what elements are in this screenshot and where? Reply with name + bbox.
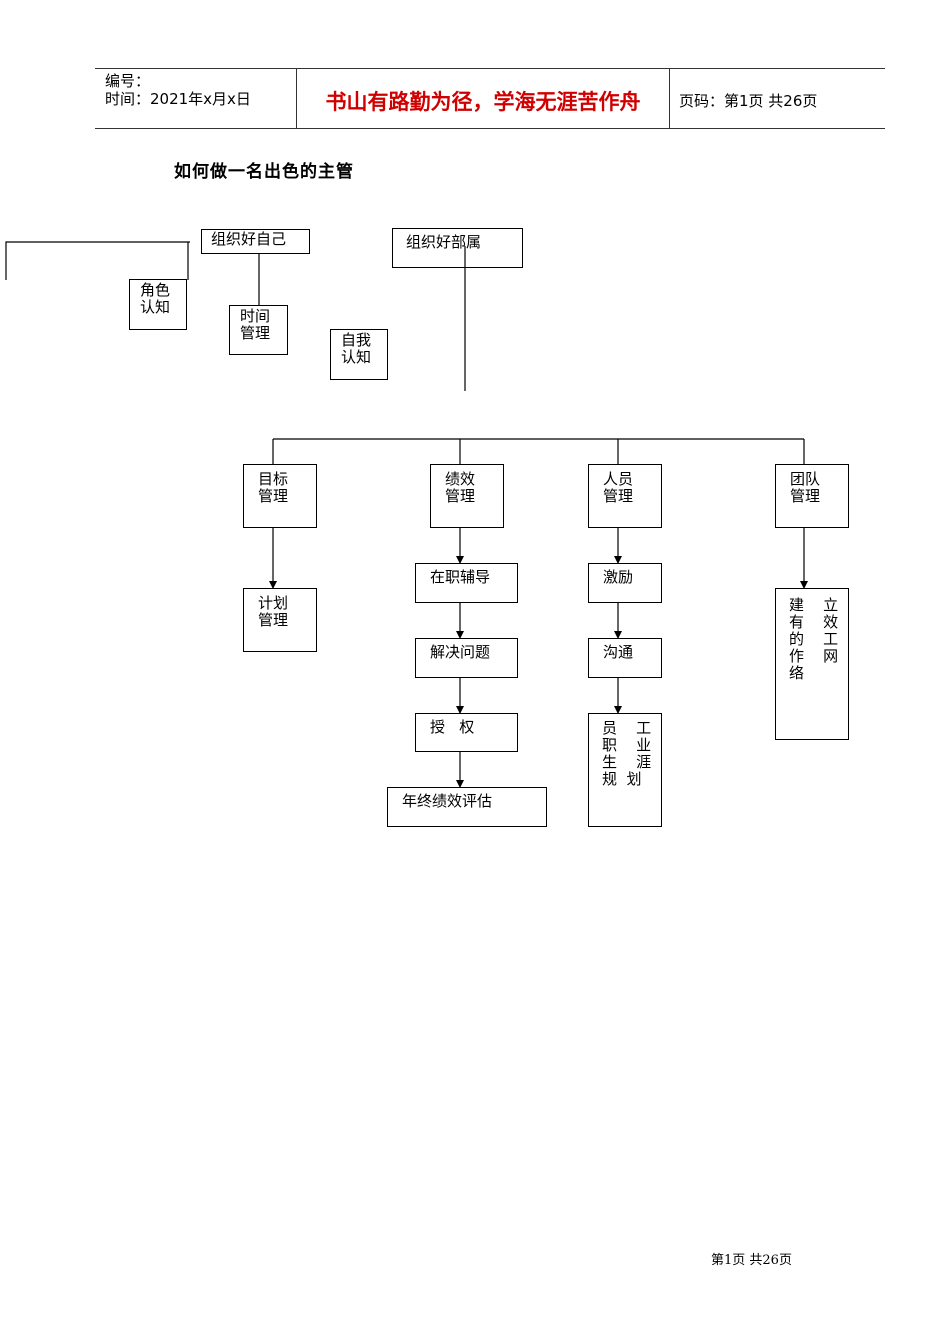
box-organize-team: 组织好部属	[392, 228, 523, 268]
header-divider-right	[669, 68, 670, 129]
box-annual-review: 年终绩效评估	[387, 787, 547, 827]
box-time-management: 时间 管理	[229, 305, 288, 355]
box-build-network: 建 立 有 效 的 工 作 网 络	[775, 588, 849, 740]
time-label: 时间：2021年x月x日	[105, 90, 251, 108]
box-communication: 沟通	[588, 638, 662, 678]
box-organize-self: 组织好自己	[201, 229, 310, 254]
box-authorization: 授 权	[415, 713, 518, 752]
page-footer: 第1页 共26页	[711, 1253, 792, 1268]
box-performance-management: 绩效 管理	[430, 464, 504, 528]
left-bracket-line	[5, 241, 190, 280]
serial-label: 编号：	[105, 72, 151, 90]
page-label: 页码：第1页 共26页	[679, 92, 818, 110]
box-motivation: 激励	[588, 563, 662, 603]
header-bottom-rule	[95, 128, 885, 129]
box-career-planning: 员 工 职 业 生 涯 规 划	[588, 713, 662, 827]
box-self-cognition: 自我 认知	[330, 329, 388, 380]
box-personnel-management: 人员 管理	[588, 464, 662, 528]
header-divider-left	[296, 68, 297, 129]
box-problem-solving: 解决问题	[415, 638, 518, 678]
box-on-job-coaching: 在职辅导	[415, 563, 518, 603]
box-plan-management: 计划 管理	[243, 588, 317, 652]
box-role-cognition: 角色 认知	[129, 279, 187, 330]
header-top-rule	[95, 68, 885, 69]
box-goal-management: 目标 管理	[243, 464, 317, 528]
box-team-management: 团队 管理	[775, 464, 849, 528]
header-motto: 书山有路勤为径，学海无涯苦作舟	[325, 90, 641, 114]
page-title: 如何做一名出色的主管	[174, 162, 354, 182]
